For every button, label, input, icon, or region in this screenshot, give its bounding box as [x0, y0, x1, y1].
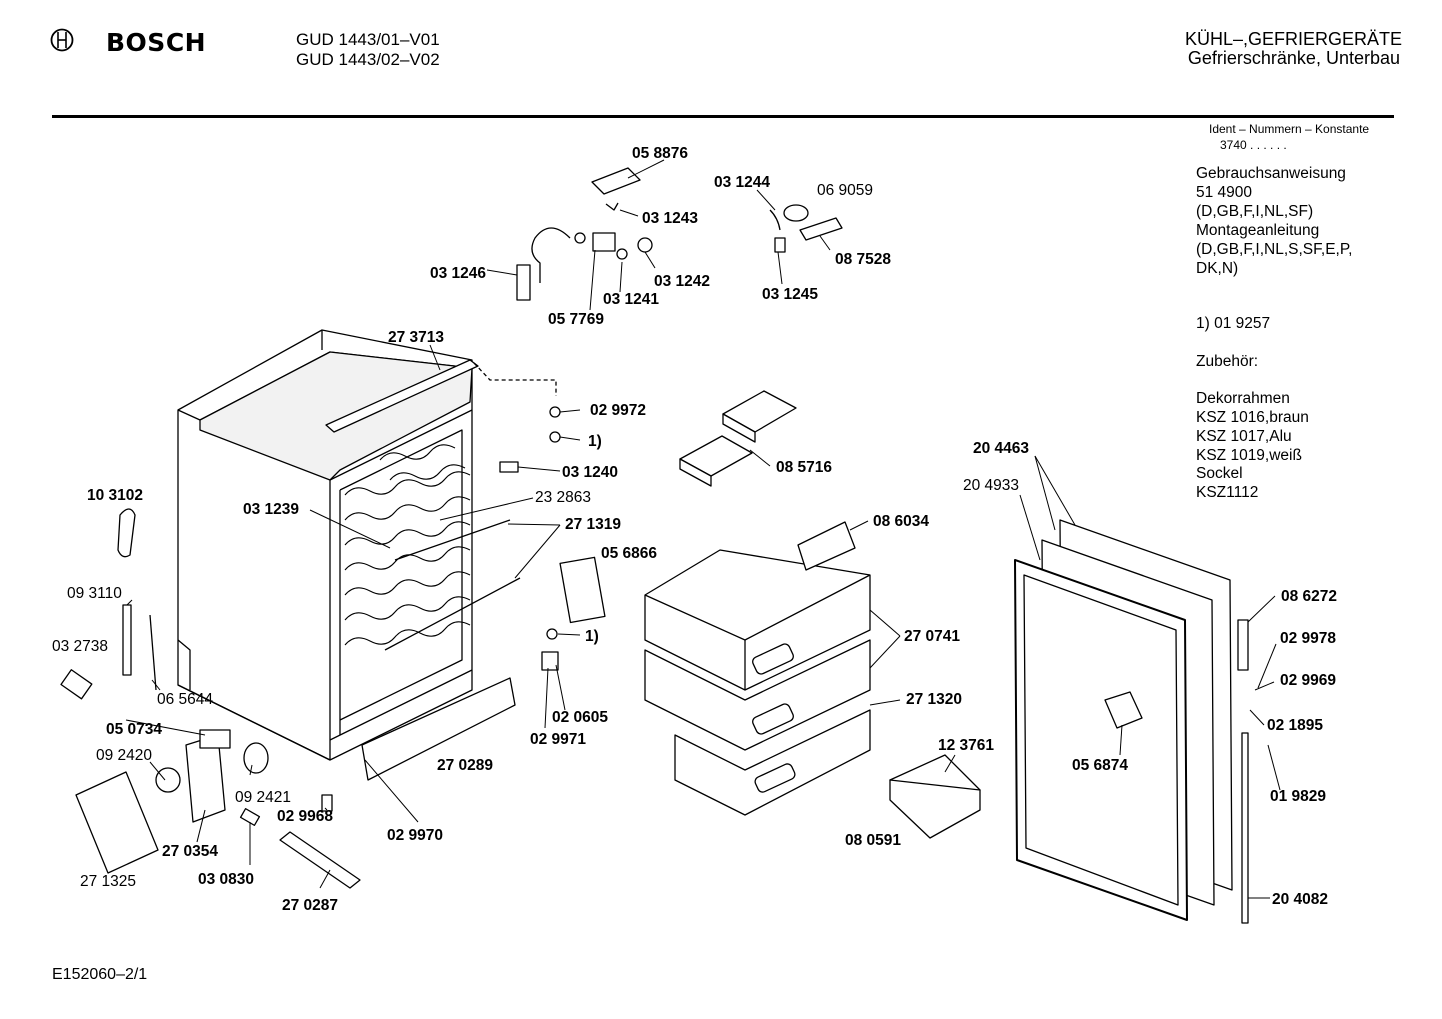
- accessory-3: KSZ 1017,Alu: [1196, 428, 1292, 445]
- part-label-020605: 02 0605: [552, 709, 608, 726]
- part-label-029970: 02 9970: [387, 827, 443, 844]
- ident-title: Ident – Nummern – Konstante: [1209, 122, 1370, 136]
- part-label-103102: 10 3102: [87, 487, 143, 504]
- manual-line-3: (D,GB,F,I,NL,SF): [1196, 203, 1314, 220]
- manual-line-2: 51 4900: [1196, 184, 1253, 201]
- part-label-085716: 08 5716: [776, 459, 832, 476]
- part-label-057769: 05 7769: [548, 311, 604, 328]
- part-label-086272: 08 6272: [1281, 588, 1337, 605]
- part-label-031240: 03 1240: [562, 464, 618, 481]
- part-label-065644: 06 5644: [157, 691, 213, 708]
- header-rule: [52, 115, 1394, 118]
- brand-name: BOSCH: [106, 28, 207, 57]
- category-subtitle: Gefrierschränke, Unterbau: [1187, 48, 1400, 68]
- part-label-031239: 03 1239: [243, 501, 299, 518]
- part-label-031246: 03 1246: [430, 265, 486, 282]
- cabinet-body: [177, 329, 473, 761]
- door-assembly: [1014, 519, 1249, 924]
- part-label-204933: 20 4933: [963, 477, 1019, 494]
- part-label-087528: 08 7528: [835, 251, 891, 268]
- part-label-050734: 05 0734: [106, 721, 162, 738]
- part-label-270741: 27 0741: [904, 628, 960, 645]
- part-label-271320: 27 1320: [906, 691, 962, 708]
- part-label-204463: 20 4463: [973, 440, 1029, 457]
- part-label-032738: 03 2738: [52, 638, 108, 655]
- manual-line-1: Gebrauchsanweisung: [1196, 165, 1346, 182]
- bosch-armature-icon: [50, 28, 74, 52]
- part-label-031242: 03 1242: [654, 273, 710, 290]
- part-label-123761: 12 3761: [938, 737, 994, 754]
- accessory-2: KSZ 1016,braun: [1196, 409, 1309, 426]
- part-label-092420: 09 2420: [96, 747, 152, 764]
- part-label-232863: 23 2863: [535, 489, 591, 506]
- part-label-019829: 01 9829: [1270, 788, 1326, 805]
- accessories-title: Zubehör:: [1196, 353, 1259, 370]
- part-label-031245: 03 1245: [762, 286, 818, 303]
- part-label-029978: 02 9978: [1280, 630, 1336, 647]
- part-label-056874: 05 6874: [1072, 757, 1128, 774]
- part-label-204082: 20 4082: [1272, 891, 1328, 908]
- part-label-031243: 03 1243: [642, 210, 698, 227]
- accessory-4: KSZ 1019,weiß: [1196, 447, 1302, 464]
- accessory-5: Sockel: [1196, 465, 1243, 482]
- part-label-080591: 08 0591: [845, 832, 901, 849]
- part-label-031244: 03 1244: [714, 174, 770, 191]
- model-number-2: GUD 1443/02–V02: [296, 50, 440, 69]
- part-number-labels: 05 8876 03 1244 06 9059 03 1243 08 7528 …: [52, 145, 1337, 914]
- document-code: E152060–2/1: [52, 966, 148, 983]
- shelf-brackets: [384, 406, 606, 671]
- lamp-assembly: [769, 204, 843, 253]
- part-label-093110: 09 3110: [67, 585, 122, 602]
- part-label-029972: 02 9972: [590, 402, 646, 419]
- part-label-270287: 27 0287: [282, 897, 338, 914]
- ice-packs: [679, 390, 797, 487]
- part-label-058876: 05 8876: [632, 145, 688, 162]
- leader-lines: [125, 159, 1281, 899]
- manual-line-5: (D,GB,F,I,NL,S,SF,E,P,: [1196, 241, 1353, 258]
- part-label-086034: 08 6034: [873, 513, 929, 530]
- part-label-021895: 02 1895: [1267, 717, 1323, 734]
- part-label-273713: 27 3713: [388, 329, 444, 346]
- accessory-6: KSZ1112: [1196, 484, 1259, 501]
- part-label-056866: 05 6866: [601, 545, 657, 562]
- category-title: KÜHL–,GEFRIERGERÄTE: [1184, 29, 1402, 49]
- part-label-270289: 27 0289: [437, 757, 493, 774]
- model-number-1: GUD 1443/01–V01: [296, 30, 440, 49]
- part-label-029971: 02 9971: [530, 731, 586, 748]
- part-label-note1b: 1): [585, 628, 599, 645]
- part-label-031241: 03 1241: [603, 291, 659, 308]
- accessory-1: Dekorrahmen: [1196, 390, 1290, 407]
- ice-cube-tray: [889, 754, 981, 839]
- evaporator-coils: [344, 444, 471, 646]
- thermostat-assembly: [516, 167, 653, 301]
- base-grille: [361, 677, 516, 781]
- manual-line-6: DK,N): [1196, 260, 1239, 277]
- part-label-271319: 27 1319: [565, 516, 621, 533]
- fan-and-condenser-parts: [60, 508, 361, 889]
- part-label-029968: 02 9968: [277, 808, 333, 825]
- ident-value: 3740 . . . . . .: [1220, 138, 1287, 152]
- freezer-drawers: [644, 521, 871, 816]
- part-label-note1a: 1): [588, 433, 602, 450]
- footnote: 1) 01 9257: [1196, 315, 1271, 332]
- part-label-092421: 09 2421: [235, 789, 291, 806]
- part-label-069059: 06 9059: [817, 182, 873, 199]
- part-label-271325: 27 1325: [80, 873, 136, 890]
- bosch-logo: [50, 28, 74, 52]
- top-rail-part: [325, 359, 479, 433]
- part-label-030830: 03 0830: [198, 871, 254, 888]
- manual-line-4: Montageanleitung: [1196, 222, 1320, 239]
- part-label-029969: 02 9969: [1280, 672, 1336, 689]
- part-label-270354: 27 0354: [162, 843, 218, 860]
